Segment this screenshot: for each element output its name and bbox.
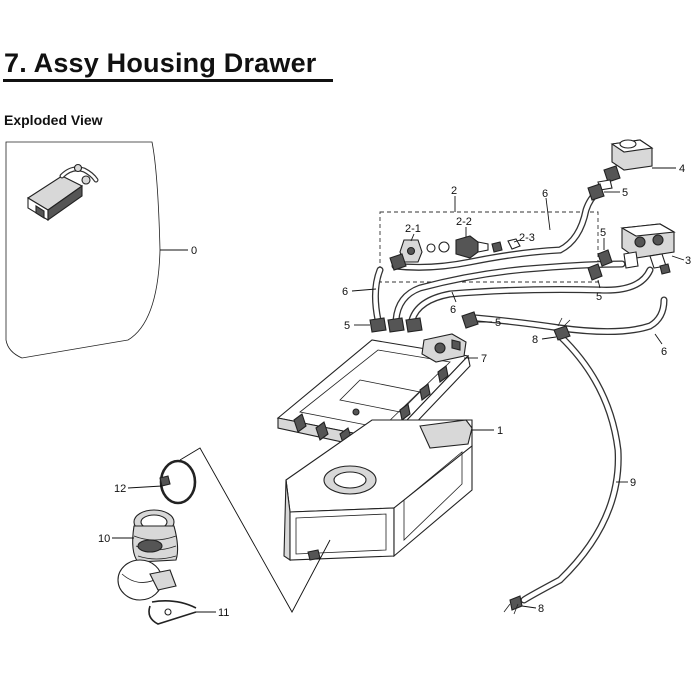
leader-5-low <box>597 279 601 289</box>
leader-2-1 <box>410 233 415 242</box>
hose-clamps-item-5 <box>369 183 613 333</box>
callout-4: 4 <box>679 163 685 175</box>
callout-6-top: 6 <box>542 188 548 200</box>
ring-clamp-12 <box>159 459 197 505</box>
subassembly-2-box <box>379 211 599 283</box>
callout-11: 11 <box>218 607 229 619</box>
water-valve-4 <box>597 139 654 191</box>
callout-5-valve: 5 <box>600 227 606 239</box>
part-2-3 <box>507 238 521 250</box>
leader-8-bottom <box>521 605 537 609</box>
callout-6-left: 6 <box>342 286 348 298</box>
overview-inset <box>5 141 161 359</box>
hoses-item-6 <box>371 188 668 336</box>
inset-assembly-thumbnail <box>26 163 99 222</box>
leader-6-left <box>351 288 377 292</box>
washer-2-1 <box>438 241 450 253</box>
leader-6-right <box>654 333 663 345</box>
section-subtitle: Exploded View <box>4 112 103 128</box>
callout-5-mid: 5 <box>495 317 501 329</box>
part-2-1 <box>399 239 423 263</box>
clip-8-bottom <box>503 595 523 615</box>
leader-12 <box>127 485 163 489</box>
callout-6-right: 6 <box>661 346 667 358</box>
inset-frame <box>5 141 161 359</box>
callout-5-left: 5 <box>344 320 350 332</box>
bellows-drain <box>117 559 177 601</box>
callout-5-top: 5 <box>622 187 628 199</box>
drain-hose-9 <box>520 332 622 604</box>
callout-2-1: 2-1 <box>405 223 421 235</box>
oring-2-1 <box>426 243 436 253</box>
hose-pin-11 <box>148 600 197 625</box>
callout-5-low: 5 <box>596 291 602 303</box>
callout-8-bottom: 8 <box>538 603 544 615</box>
bellows-10 <box>132 509 179 563</box>
leader-3 <box>671 255 685 261</box>
leader-6-top <box>545 197 551 231</box>
callout-12: 12 <box>114 483 126 495</box>
callout-2-3: 2-3 <box>519 232 535 244</box>
part-2-2 <box>455 235 489 259</box>
leader-2-3 <box>513 239 521 243</box>
callout-7: 7 <box>481 353 487 365</box>
callout-9: 9 <box>630 477 636 489</box>
part-7 <box>421 333 467 363</box>
callout-1: 1 <box>497 425 503 437</box>
clip-8-top <box>553 317 571 341</box>
callout-2-2: 2-2 <box>456 216 472 228</box>
callout-6-mid: 6 <box>450 304 456 316</box>
leader-6-mid <box>451 291 457 303</box>
callout-3: 3 <box>685 255 691 267</box>
leader-8-top <box>541 336 557 340</box>
callout-10: 10 <box>98 533 110 545</box>
callout-0: 0 <box>191 245 197 257</box>
drawer-housing-1 <box>283 419 473 562</box>
detail-expansion-lines <box>179 447 331 613</box>
clip-2 <box>491 241 503 253</box>
title-underline <box>3 79 333 82</box>
page-title: 7. Assy Housing Drawer <box>4 48 317 78</box>
water-valve-3 <box>620 223 676 275</box>
callout-8-top: 8 <box>532 334 538 346</box>
callout-2: 2 <box>451 185 457 197</box>
